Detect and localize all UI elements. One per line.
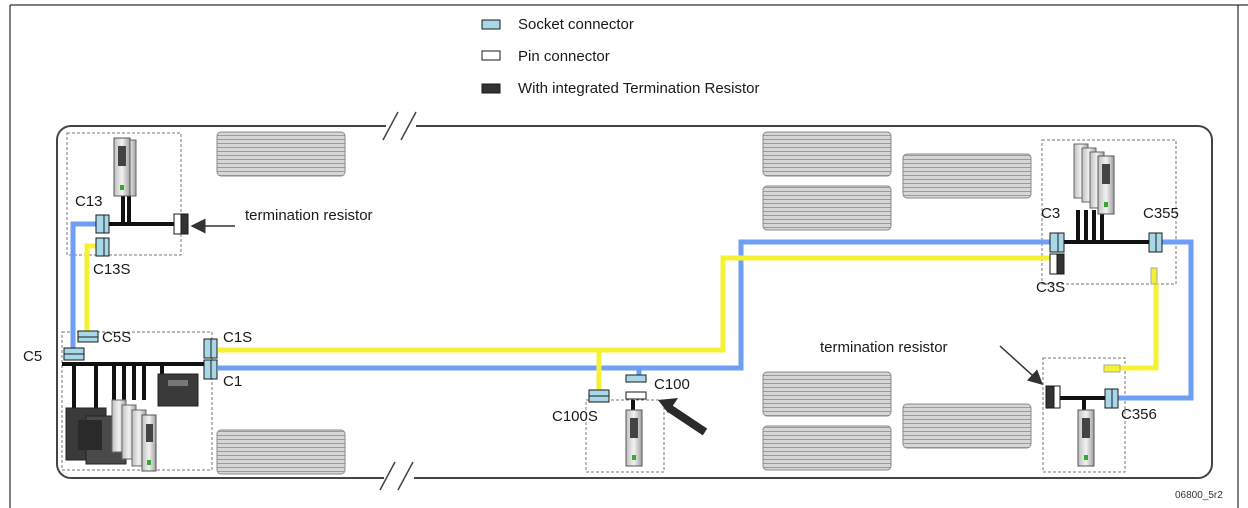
legend-pin-swatch <box>481 50 501 61</box>
connector-c3 <box>1049 232 1065 253</box>
device-zones <box>61 132 1177 473</box>
termination-resistor-c13 <box>173 213 189 235</box>
label-c1s: C1S <box>223 329 252 346</box>
yellow-cable-end <box>1150 267 1158 285</box>
termination-resistor-c3s <box>1049 253 1065 275</box>
legend-pin-label: Pin connector <box>518 48 610 65</box>
legend-socket-label: Socket connector <box>518 16 634 33</box>
label-c5: C5 <box>23 348 42 365</box>
break-mark-top <box>382 111 417 141</box>
label-c1: C1 <box>223 373 242 390</box>
label-c356: C356 <box>1121 406 1157 423</box>
label-c100: C100 <box>654 376 690 393</box>
label-c3s: C3S <box>1036 279 1065 296</box>
legend-termination-swatch <box>481 83 501 94</box>
label-c13: C13 <box>75 193 103 210</box>
vehicle-outline <box>56 125 1213 479</box>
seat-block <box>216 131 346 177</box>
arrow-to-termination-c356 <box>999 345 1044 386</box>
connector-c13s <box>95 237 110 257</box>
arrow-to-c100 <box>658 398 708 436</box>
legend-termination-label: With integrated Termination Resistor <box>518 80 760 97</box>
seat-block <box>902 403 1032 449</box>
seat-block <box>762 371 892 417</box>
connector-c5s <box>77 330 99 343</box>
legend: Socket connector Pin connector With inte… <box>481 16 760 97</box>
zone-c356 <box>1042 357 1126 473</box>
seat-block <box>902 153 1032 199</box>
connector-c5 <box>63 347 85 361</box>
devices <box>65 137 1115 472</box>
connector-c1s <box>203 338 218 359</box>
label-c100s: C100S <box>552 408 598 425</box>
figure-id: 06800_5r2 <box>1175 490 1223 501</box>
break-mark-bottom <box>379 461 414 491</box>
connector-c13 <box>95 214 110 234</box>
label-c3: C3 <box>1041 205 1060 222</box>
seat-block <box>762 131 892 177</box>
label-c5s: C5S <box>102 329 131 346</box>
connector-c356 <box>1104 388 1119 409</box>
zone-c5-c1 <box>61 331 213 471</box>
control-unit-c100 <box>625 409 643 467</box>
label-termination-bottom: termination resistor <box>820 339 948 356</box>
seat-block <box>216 429 346 475</box>
connector-c100s <box>588 389 610 403</box>
control-unit-group-c5 <box>65 373 199 472</box>
seats <box>216 131 1032 475</box>
yellow-cable-end <box>1103 364 1121 373</box>
connector-c100 <box>625 374 647 400</box>
zone-c3 <box>1041 139 1177 285</box>
control-unit-c13 <box>113 137 137 197</box>
connectors <box>63 213 1163 409</box>
seat-block <box>762 185 892 231</box>
zone-c13 <box>66 132 182 256</box>
bus-trunks <box>62 196 1152 412</box>
termination-resistor-c356 <box>1045 385 1061 409</box>
label-c355: C355 <box>1143 205 1179 222</box>
seat-block <box>762 425 892 471</box>
control-unit-group-c3 <box>1073 143 1115 215</box>
control-unit-c356 <box>1077 409 1095 467</box>
connector-c355 <box>1148 232 1163 253</box>
label-termination-top: termination resistor <box>245 207 373 224</box>
connector-c1 <box>203 359 218 380</box>
label-c13s: C13S <box>93 261 131 278</box>
legend-socket-swatch <box>481 19 501 30</box>
blue-cable <box>70 221 1194 401</box>
